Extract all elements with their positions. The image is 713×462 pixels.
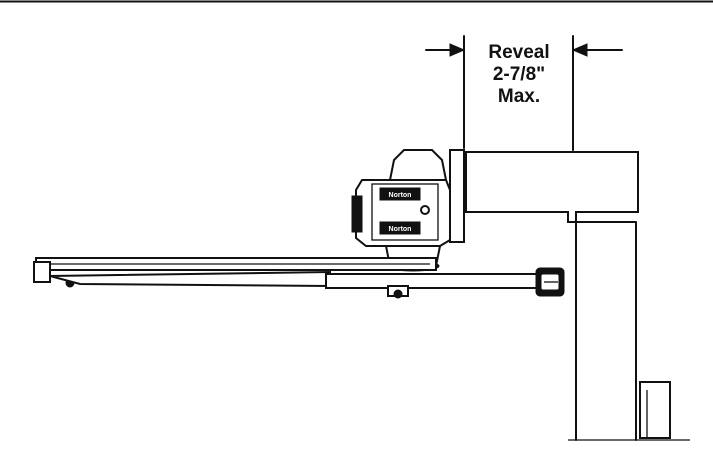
- forearm-pivot: [393, 289, 403, 299]
- door-frame: [456, 151, 690, 441]
- reveal-label-line1: Reveal: [488, 42, 549, 63]
- closer-left-edge: [351, 195, 363, 233]
- mounting-plate: [449, 149, 465, 243]
- arm-shoe: [535, 267, 565, 297]
- reveal-left-arrowhead: [449, 43, 466, 57]
- frame-header: [456, 151, 639, 223]
- reveal-label-line2: 2-7/8": [493, 64, 545, 85]
- frame-bottom-box: [639, 381, 671, 439]
- main-arm: [33, 257, 437, 288]
- forearm: [49, 270, 541, 299]
- brand-plate-top: [379, 187, 421, 201]
- reveal-label-line3: Max.: [498, 86, 540, 107]
- brand-plate-top-text: Norton: [389, 192, 412, 199]
- frame-jamb: [575, 221, 637, 441]
- reveal-right-arrowhead: [571, 43, 588, 57]
- brand-plate-bottom: [379, 221, 421, 235]
- forearm-taper: [49, 270, 331, 288]
- brand-plate-bottom-text: Norton: [389, 226, 412, 233]
- closer-top-cap: [388, 149, 448, 181]
- adjustment-screw: [420, 205, 430, 215]
- closer-body: Norton Norton: [351, 149, 465, 272]
- reveal-dimension: Reveal 2-7/8" Max.: [425, 35, 623, 151]
- main-arm-left-end: [33, 261, 51, 283]
- forearm-bar: [325, 273, 541, 289]
- closer-inner-panel: [371, 183, 439, 241]
